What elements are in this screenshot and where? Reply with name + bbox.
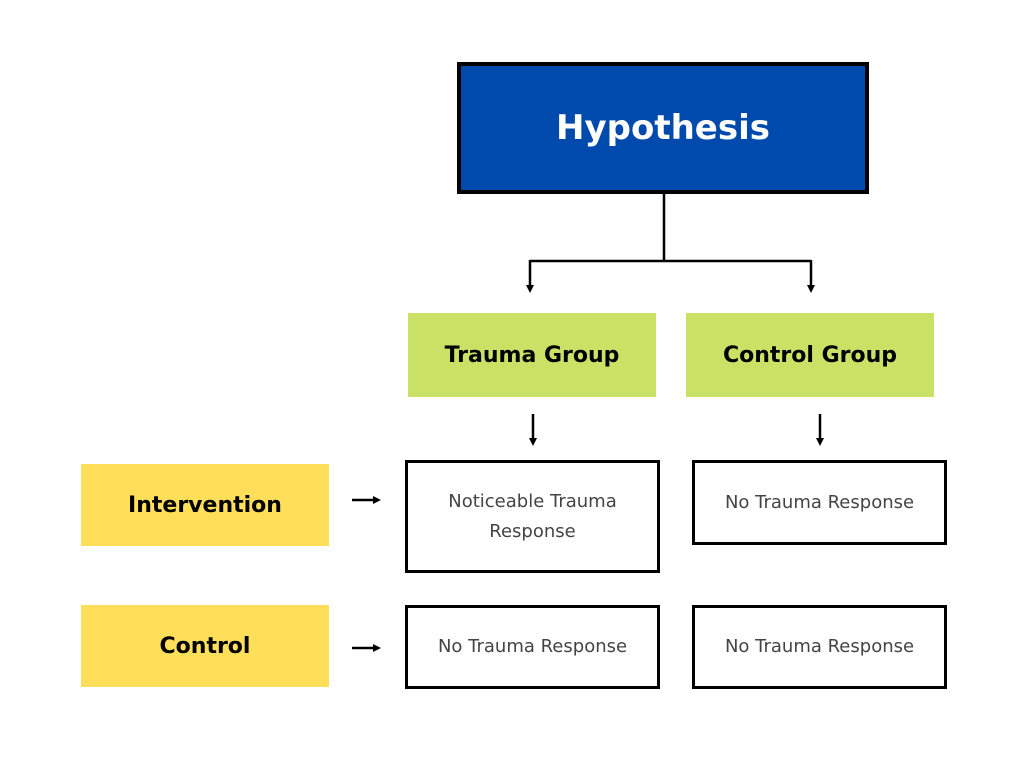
intervention-row-label: Intervention — [128, 492, 282, 518]
result-text: Noticeable Trauma Response — [448, 490, 617, 542]
result-cell-intervention-control: No Trauma Response — [692, 460, 947, 545]
control-row-box: Control — [81, 605, 329, 687]
intervention-row-box: Intervention — [81, 464, 329, 546]
result-text: No Trauma Response — [724, 491, 915, 513]
result-cell-intervention-trauma: Noticeable Trauma Response — [405, 460, 660, 573]
trauma-group-label: Trauma Group — [444, 342, 620, 368]
hypothesis-box: Hypothesis — [457, 62, 869, 194]
hypothesis-label: Hypothesis — [556, 108, 770, 148]
result-cell-control-control: No Trauma Response — [692, 605, 947, 689]
trauma-group-box: Trauma Group — [408, 313, 656, 397]
result-text: No Trauma Response — [724, 636, 915, 657]
result-cell-control-trauma: No Trauma Response — [405, 605, 660, 689]
control-group-label: Control Group — [722, 342, 898, 368]
control-group-box: Control Group — [686, 313, 934, 397]
control-row-label: Control — [159, 633, 251, 659]
result-text: No Trauma Response — [437, 636, 628, 657]
